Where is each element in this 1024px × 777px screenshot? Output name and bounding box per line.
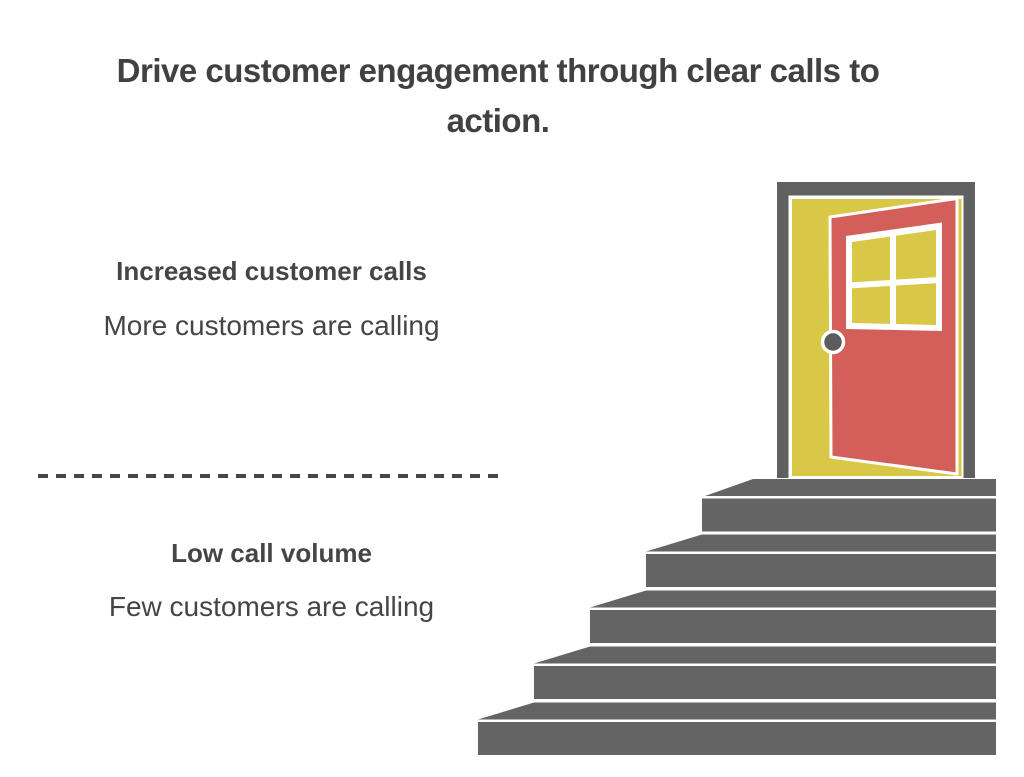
stair-step bbox=[534, 646, 996, 699]
page-title: Drive customer engagement through clear … bbox=[0, 46, 996, 146]
stair-tread bbox=[646, 534, 996, 552]
door-window bbox=[846, 222, 942, 331]
staircase bbox=[478, 479, 996, 755]
stair-riser bbox=[702, 498, 996, 532]
stair-riser bbox=[534, 666, 996, 699]
stair-riser bbox=[646, 554, 996, 587]
stair-step bbox=[478, 702, 996, 755]
stair-riser bbox=[590, 610, 996, 643]
page-title-line2: action. bbox=[446, 102, 550, 139]
section-top-subtext: More customers are calling bbox=[103, 310, 440, 341]
stair-tread bbox=[534, 646, 996, 664]
dashed-divider bbox=[38, 474, 505, 478]
page-title-line1: Drive customer engagement through clear … bbox=[116, 52, 880, 89]
door-knob bbox=[820, 329, 846, 355]
stair-tread bbox=[590, 590, 996, 608]
stair-step bbox=[702, 479, 996, 532]
stair-tread bbox=[705, 479, 996, 496]
window-muntin-horizontal bbox=[848, 277, 940, 289]
section-bottom-heading: Low call volume bbox=[171, 538, 372, 568]
section-top-heading: Increased customer calls bbox=[116, 256, 427, 286]
stair-step bbox=[590, 590, 996, 643]
section-bottom-subtext: Few customers are calling bbox=[108, 591, 435, 622]
stair-riser bbox=[478, 722, 996, 755]
stair-tread bbox=[478, 702, 996, 720]
stair-step bbox=[646, 534, 996, 587]
